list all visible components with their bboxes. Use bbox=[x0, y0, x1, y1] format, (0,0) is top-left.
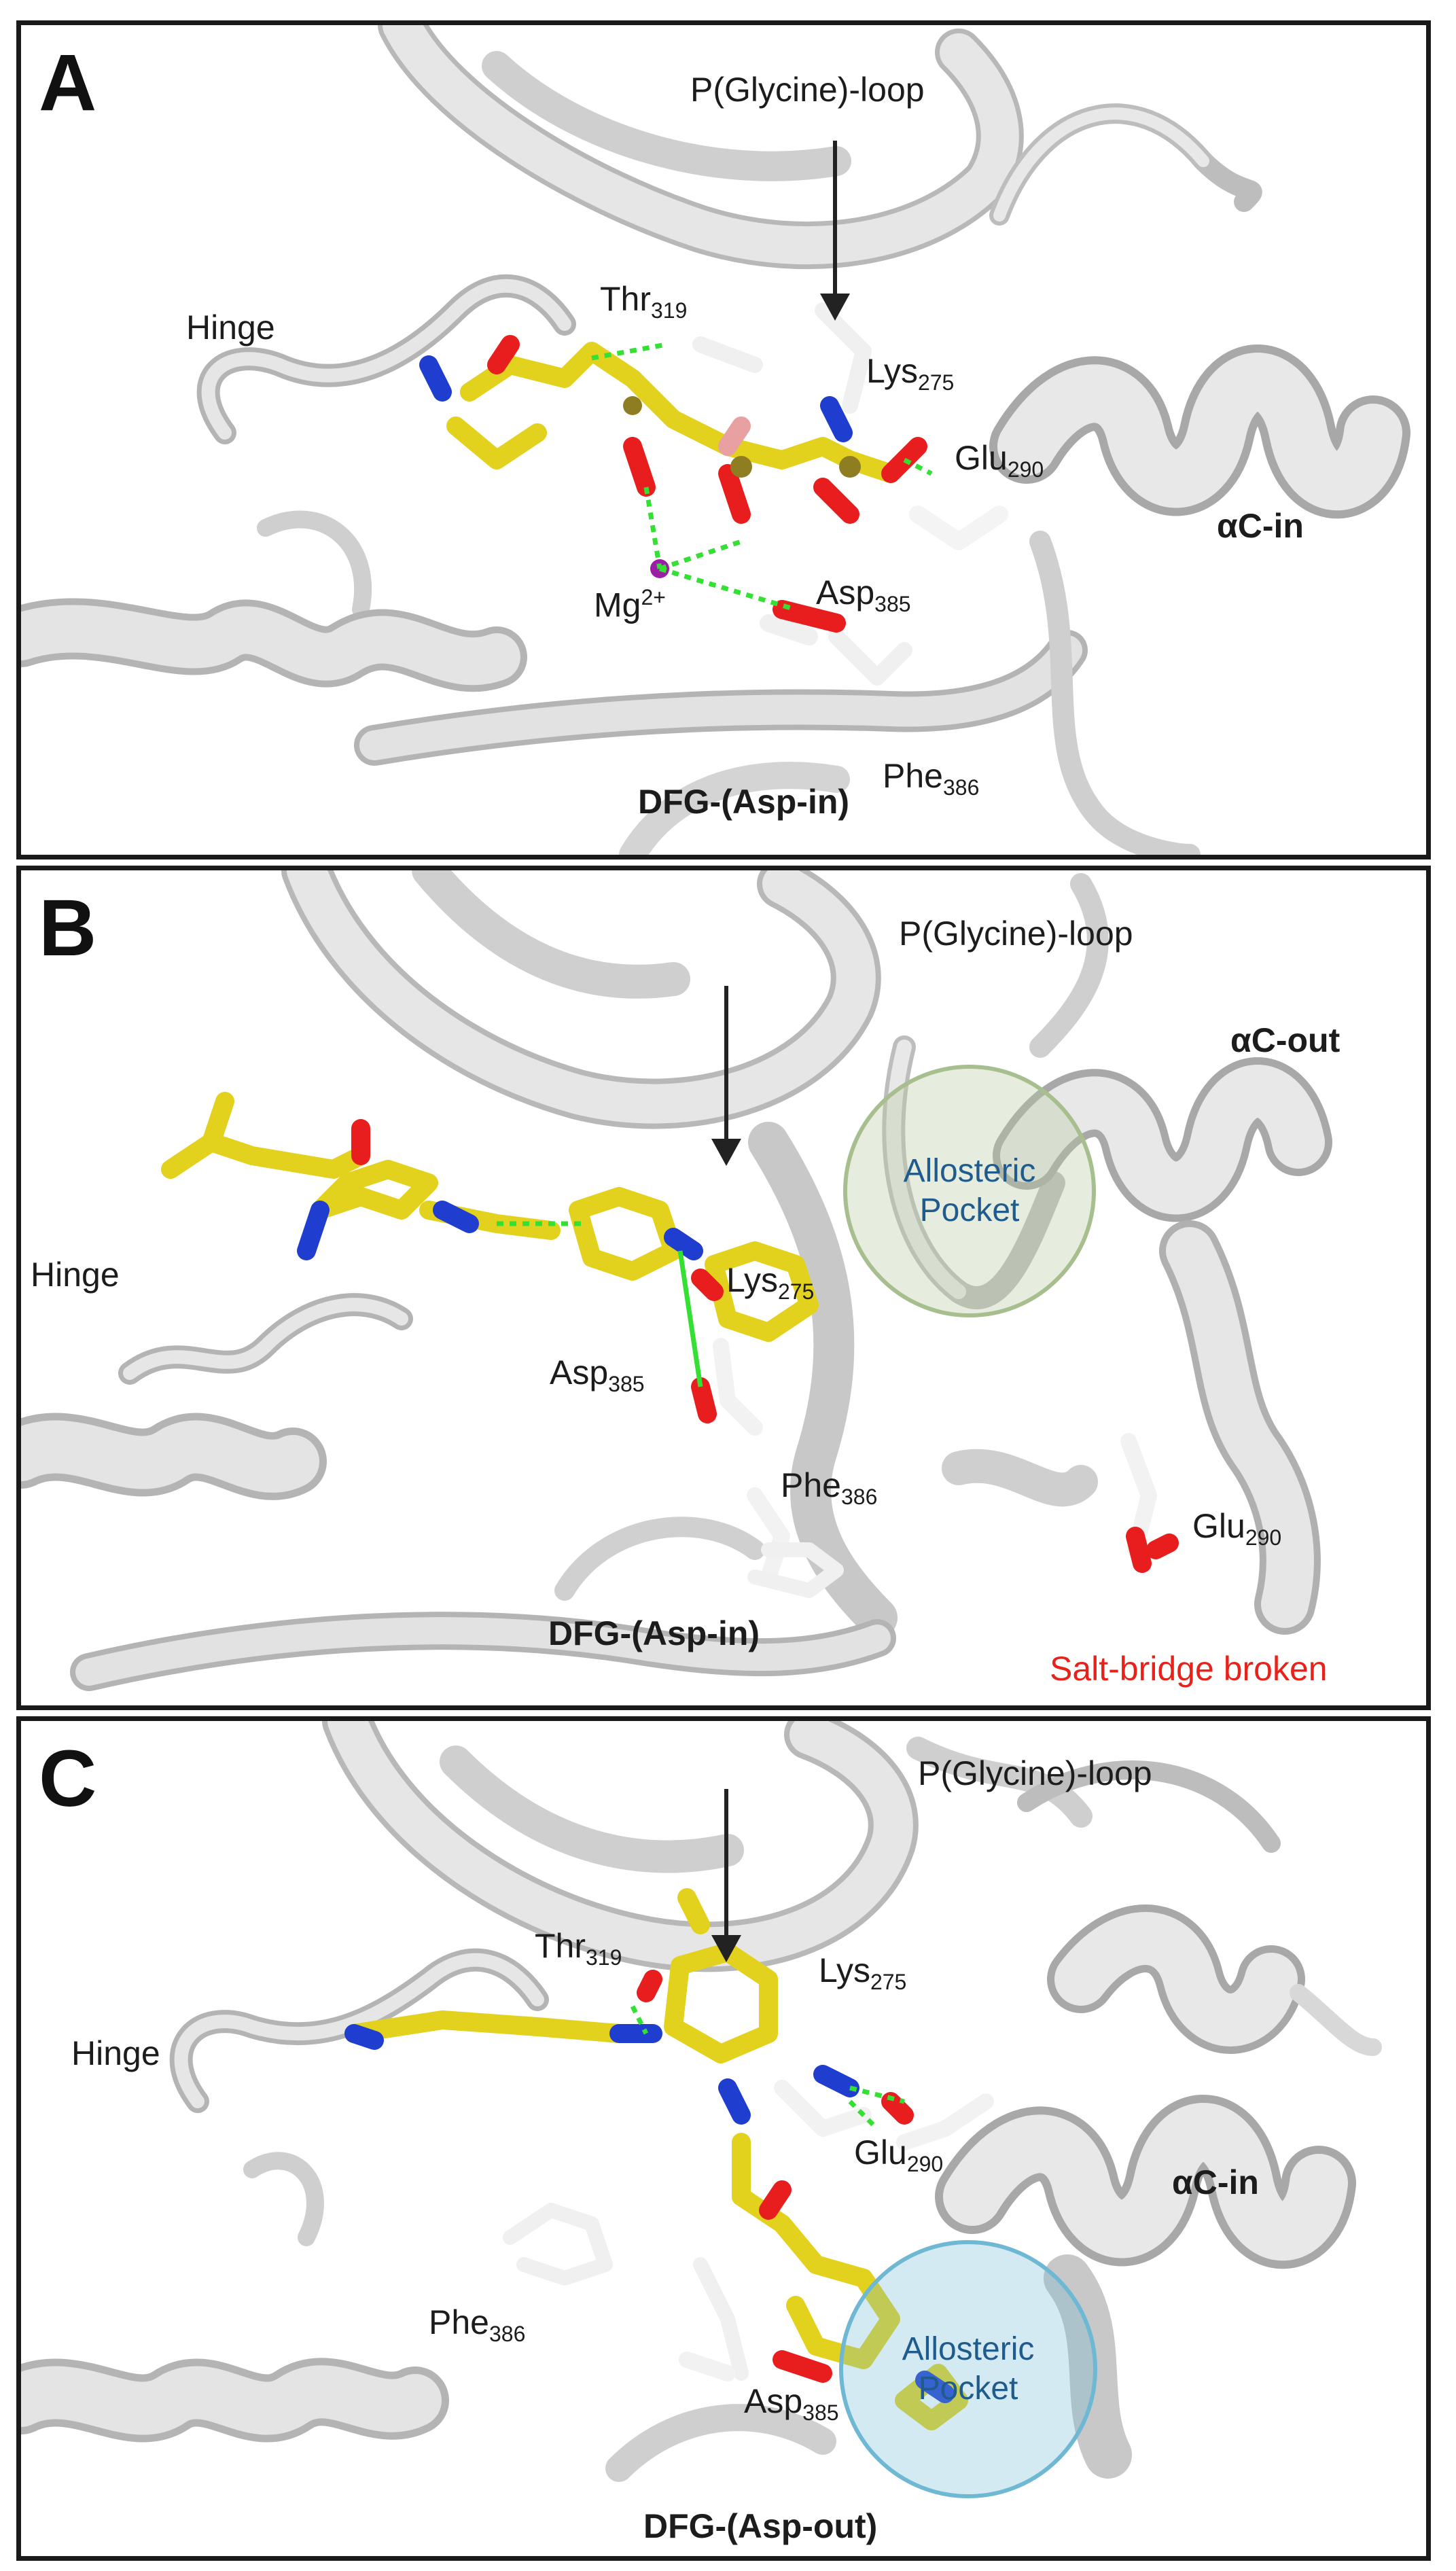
pocket-label-line2: Pocket bbox=[918, 2371, 1018, 2407]
panel-label: C bbox=[39, 1734, 97, 1824]
hinge-label: Hinge bbox=[31, 1256, 120, 1294]
ploop-label: P(Glycine)-loop bbox=[690, 71, 925, 109]
panel-label: B bbox=[39, 883, 97, 973]
panel-c: Allosteric Pocket C P(Glycine)-loop Thr3… bbox=[16, 1716, 1431, 2561]
hinge-label: Hinge bbox=[186, 308, 275, 347]
pocket-label-line1: Allosteric bbox=[903, 1153, 1036, 1190]
asp385-label: Asp385 bbox=[816, 573, 911, 616]
alpha-c-label: αC-out bbox=[1230, 1021, 1340, 1059]
phe386-label: Phe386 bbox=[429, 2303, 526, 2346]
alpha-c-label: αC-in bbox=[1217, 507, 1304, 545]
dfg-label: DFG-(Asp-out) bbox=[643, 2507, 878, 2545]
glu290-label: Glu290 bbox=[854, 2133, 944, 2176]
ploop-label: P(Glycine)-loop bbox=[918, 1754, 1152, 1792]
panel-a: A P(Glycine)-loop Hinge Thr319 Lys275 Gl… bbox=[16, 20, 1431, 859]
allosteric-pocket: Allosteric Pocket bbox=[843, 1065, 1096, 1317]
hinge-label: Hinge bbox=[71, 2034, 160, 2072]
ploop-label: P(Glycine)-loop bbox=[899, 915, 1133, 953]
phe386-label: Phe386 bbox=[781, 1466, 878, 1509]
phe386-label: Phe386 bbox=[883, 757, 980, 800]
dfg-label: DFG-(Asp-in) bbox=[638, 783, 850, 821]
dfg-label: DFG-(Asp-in) bbox=[548, 1614, 760, 1652]
lys275-label: Lys275 bbox=[819, 1951, 907, 1994]
panel-b-structure bbox=[21, 870, 1332, 1691]
panel-label: A bbox=[39, 38, 97, 128]
mg-ion-label: Mg2+ bbox=[594, 585, 666, 624]
lys275-label: Lys275 bbox=[726, 1261, 815, 1304]
thr319-label: Thr319 bbox=[600, 280, 688, 323]
alpha-c-label: αC-in bbox=[1172, 2163, 1259, 2201]
allosteric-pocket: Allosteric Pocket bbox=[839, 2240, 1097, 2498]
pocket-label-line1: Allosteric bbox=[902, 2331, 1035, 2368]
salt-bridge-note: Salt-bridge broken bbox=[1050, 1650, 1328, 1688]
glu290-label: Glu290 bbox=[1192, 1507, 1282, 1550]
asp385-label: Asp385 bbox=[744, 2382, 839, 2425]
glu290-label: Glu290 bbox=[955, 439, 1044, 482]
pocket-label-line2: Pocket bbox=[919, 1192, 1020, 1228]
thr319-label: Thr319 bbox=[535, 1927, 622, 1970]
asp385-label: Asp385 bbox=[550, 1353, 645, 1396]
panel-c-structure bbox=[21, 1721, 1382, 2482]
lys275-label: Lys275 bbox=[866, 352, 955, 395]
panel-a-structure bbox=[21, 25, 1410, 855]
panel-b: Allosteric Pocket B P(Glycine)-loop αC-o… bbox=[16, 866, 1431, 1710]
